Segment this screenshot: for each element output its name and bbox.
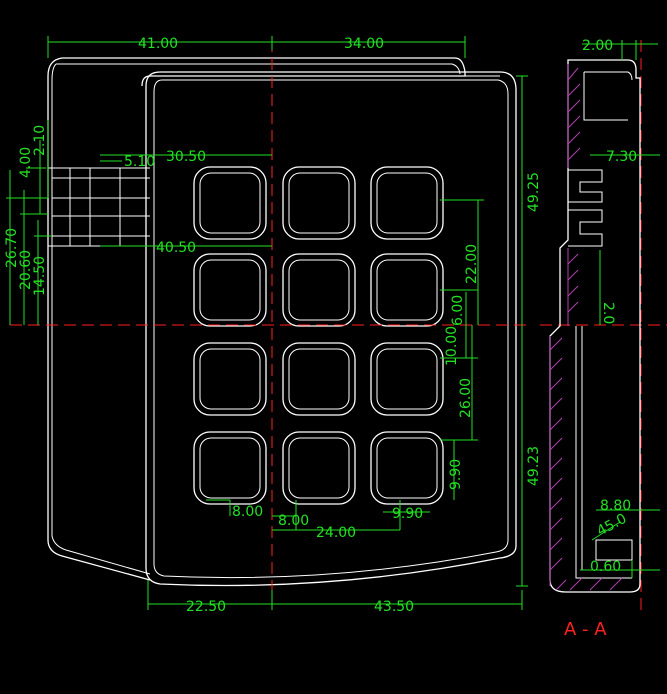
dim-key-9-90: 9.90 — [392, 506, 423, 522]
dim-left-26-70: 26.70 — [4, 228, 20, 268]
dim-right-49-23: 49.23 — [526, 446, 542, 486]
dim-right-9-90: 9.90 — [448, 459, 464, 490]
dim-top-right: 34.00 — [344, 36, 384, 52]
dim-left-20-60: 20.60 — [18, 250, 34, 290]
dim-bottom-43-50: 43.50 — [374, 599, 414, 615]
dim-inner-30-50: 30.50 — [166, 149, 206, 165]
dim-sec-45: 45.0 — [594, 511, 629, 540]
dim-inner-40-50: 40.50 — [156, 240, 196, 256]
dim-bottom-22-50: 22.50 — [186, 599, 226, 615]
dim-sec-2: 2.00 — [582, 38, 613, 54]
dim-right-22: 22.00 — [464, 244, 480, 284]
dim-left-4: 4.00 — [18, 147, 34, 178]
center-lines — [10, 40, 667, 610]
keypad-key — [370, 342, 444, 416]
front-cover-outline — [145, 71, 517, 587]
keypad-key — [370, 166, 444, 240]
dim-sec-0-60: 0.60 — [590, 559, 621, 575]
keypad-key — [193, 431, 267, 505]
dim-key-24: 24.00 — [316, 525, 356, 541]
dim-sec-2-0: 2.0 — [600, 302, 616, 324]
dim-key-8-b: 8.00 — [278, 513, 309, 529]
dim-right-10: 10.00 — [444, 326, 460, 366]
keypad-key — [193, 342, 267, 416]
keypad-key — [370, 253, 444, 327]
keypad-key — [282, 342, 356, 416]
dim-left-14-50: 14.50 — [32, 256, 48, 296]
keypad-key — [282, 253, 356, 327]
keypad — [193, 166, 444, 505]
back-plate-outline — [47, 57, 466, 581]
keypad-key — [193, 166, 267, 240]
dim-key-8-a: 8.00 — [232, 504, 263, 520]
dimension-labels: 41.00 34.00 4.00 2.10 26.70 20.60 14.50 … — [4, 36, 637, 640]
dim-right-6: 6.00 — [450, 295, 466, 326]
section-hatch — [549, 64, 623, 591]
dim-top-left: 41.00 — [138, 36, 178, 52]
keypad-key — [282, 166, 356, 240]
keypad-key — [193, 253, 267, 327]
front-view — [47, 57, 517, 587]
dim-right-26: 26.00 — [458, 378, 474, 418]
dim-right-49-25: 49.25 — [526, 172, 542, 212]
dim-sec-7-30: 7.30 — [606, 149, 637, 165]
dimension-lines — [6, 36, 528, 610]
section-label: A - A — [564, 619, 607, 640]
dim-left-2-10: 2.10 — [32, 125, 48, 156]
keypad-key — [370, 431, 444, 505]
dim-sec-8-80: 8.80 — [600, 498, 631, 514]
section-view — [549, 40, 660, 593]
keypad-key — [282, 431, 356, 505]
dim-inner-5-10: 5.10 — [124, 154, 155, 170]
